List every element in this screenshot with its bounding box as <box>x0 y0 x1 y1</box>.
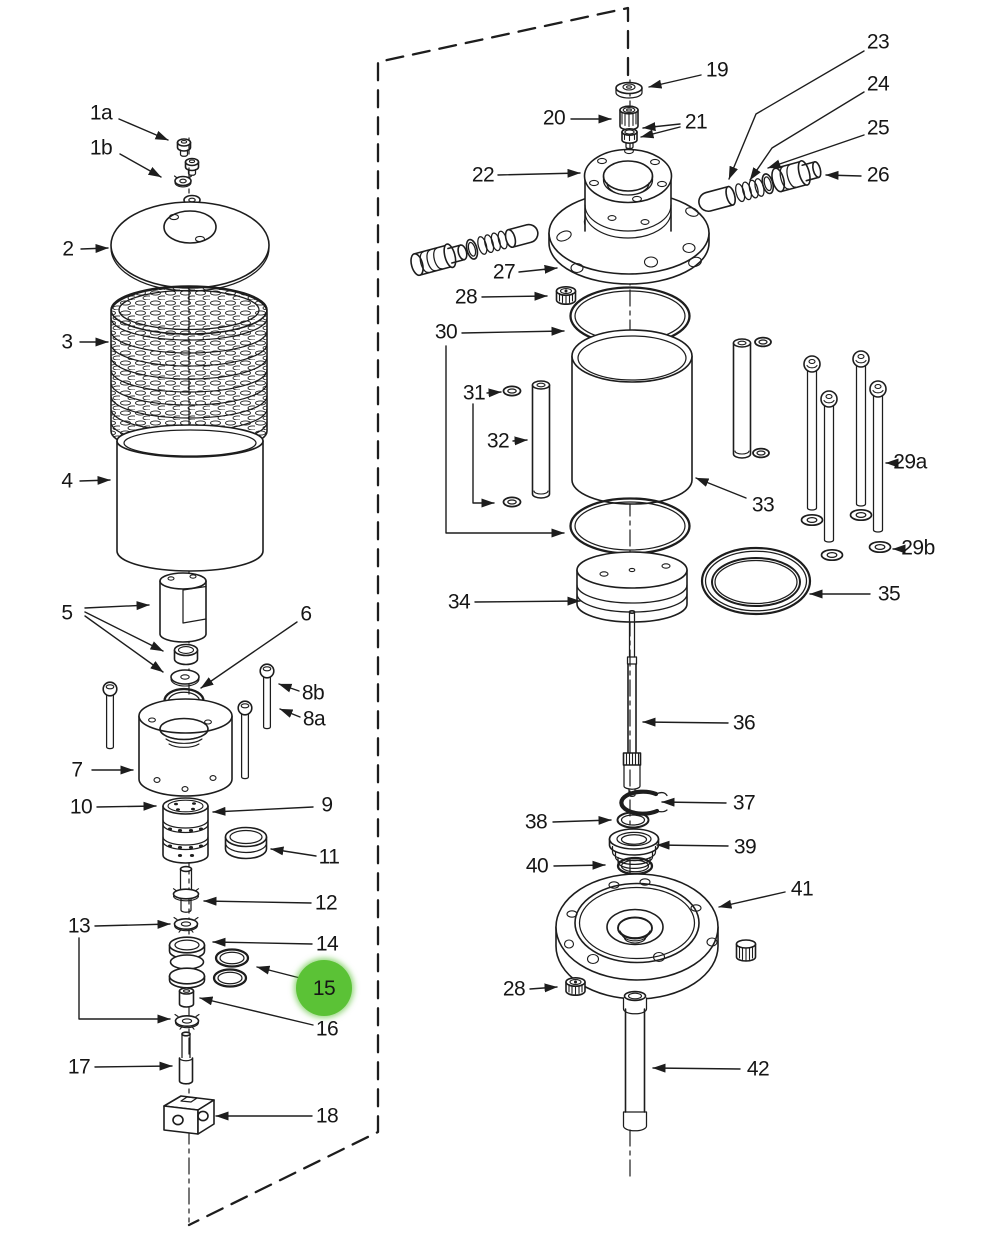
part-37-snap-ring <box>619 789 668 816</box>
part-35-seal-ring <box>700 546 812 616</box>
callout-21[interactable]: 21 <box>684 110 708 134</box>
part-9-10-piston <box>162 797 209 864</box>
callout-32[interactable]: 32 <box>486 429 510 453</box>
part-2-cover-disc <box>110 201 270 292</box>
part-4-sleeve-cylinder <box>116 424 264 572</box>
callout-20[interactable]: 20 <box>542 106 566 130</box>
callout-19[interactable]: 19 <box>705 58 729 82</box>
part-21-nut <box>621 128 638 150</box>
callout-29b[interactable]: 29b <box>901 536 935 560</box>
part-5-valve-insert <box>159 572 207 687</box>
callout-10[interactable]: 10 <box>69 795 93 819</box>
part-36-piston-rod <box>622 609 642 797</box>
valve-kit-right-23-26 <box>698 159 822 213</box>
part-14-packing-stack <box>168 936 206 989</box>
callout-30[interactable]: 30 <box>434 320 458 344</box>
callout-29a[interactable]: 29a <box>893 450 927 474</box>
callout-31[interactable]: 31 <box>462 381 486 405</box>
callout-15-highlighted[interactable]: 15 <box>296 960 352 1016</box>
callout-14[interactable]: 14 <box>315 932 339 956</box>
callout-41[interactable]: 41 <box>790 877 814 901</box>
callout-7[interactable]: 7 <box>71 758 83 782</box>
part-13-lock-washers <box>173 916 200 1030</box>
callout-5[interactable]: 5 <box>61 601 73 625</box>
callout-8b[interactable]: 8b <box>301 681 325 705</box>
callout-11[interactable]: 11 <box>318 845 340 869</box>
callout-6[interactable]: 6 <box>300 602 312 626</box>
assembly-boundary-dashed <box>187 6 630 1227</box>
part-19-washer <box>615 81 643 99</box>
part-29a-bolts-29b-washers <box>800 350 892 562</box>
callout-35[interactable]: 35 <box>877 582 901 606</box>
callout-23[interactable]: 23 <box>866 30 890 54</box>
callout-18[interactable]: 18 <box>315 1104 339 1128</box>
callout-12[interactable]: 12 <box>314 891 338 915</box>
part-1a-screws <box>176 138 200 176</box>
callout-38[interactable]: 38 <box>524 810 548 834</box>
part-12-spindle <box>172 865 200 913</box>
part-38-ring <box>616 811 650 829</box>
part-3-strainer-screen <box>110 285 268 454</box>
part-17-pin <box>178 1031 194 1085</box>
part-41-bottom-flange <box>555 873 719 1000</box>
part-22-cylinder-head <box>583 147 673 239</box>
callout-28-lower[interactable]: 28 <box>502 977 526 1001</box>
callout-37[interactable]: 37 <box>732 791 756 815</box>
callout-40[interactable]: 40 <box>525 854 549 878</box>
part-39-seal-stack <box>608 828 660 870</box>
callout-24[interactable]: 24 <box>866 72 890 96</box>
part-32-rods-and-31-rings <box>502 336 772 508</box>
part-28-plug-upper <box>555 285 577 305</box>
callout-34[interactable]: 34 <box>447 590 471 614</box>
part-11-ring-stack <box>224 826 268 860</box>
callout-22[interactable]: 22 <box>471 163 495 187</box>
callout-36[interactable]: 36 <box>732 711 756 735</box>
part-8-studs <box>102 663 275 780</box>
part-28-plug-lower <box>565 976 586 996</box>
callout-27[interactable]: 27 <box>492 260 516 284</box>
part-33-cylinder <box>571 329 693 505</box>
callout-13[interactable]: 13 <box>67 914 91 938</box>
callout-39[interactable]: 39 <box>733 835 757 859</box>
part-20-bushing <box>619 105 639 131</box>
callout-8a[interactable]: 8a <box>302 707 326 731</box>
part-18-crosshead-block <box>163 1095 215 1135</box>
callout-17[interactable]: 17 <box>67 1055 91 1079</box>
leader-lines <box>78 50 906 1121</box>
callout-9[interactable]: 9 <box>321 793 333 817</box>
callout-1a[interactable]: 1a <box>89 101 113 125</box>
callout-28-upper[interactable]: 28 <box>454 285 478 309</box>
part-42-cylinder-tube <box>622 990 648 1132</box>
part-7-housing <box>138 698 233 797</box>
callout-26[interactable]: 26 <box>866 163 890 187</box>
callout-16[interactable]: 16 <box>315 1017 339 1041</box>
valve-kit-left <box>410 223 539 277</box>
part-15-o-rings <box>212 948 250 988</box>
callout-2[interactable]: 2 <box>62 237 74 261</box>
callout-33[interactable]: 33 <box>751 493 775 517</box>
callout-1b[interactable]: 1b <box>89 136 113 160</box>
callout-3[interactable]: 3 <box>61 330 73 354</box>
part-16-bushing <box>178 987 195 1008</box>
part-plug-right-of-flange <box>735 939 757 962</box>
callout-42[interactable]: 42 <box>746 1057 770 1081</box>
part-34-piston-disc <box>576 551 688 623</box>
callout-4[interactable]: 4 <box>61 469 73 493</box>
callout-25[interactable]: 25 <box>866 116 890 140</box>
